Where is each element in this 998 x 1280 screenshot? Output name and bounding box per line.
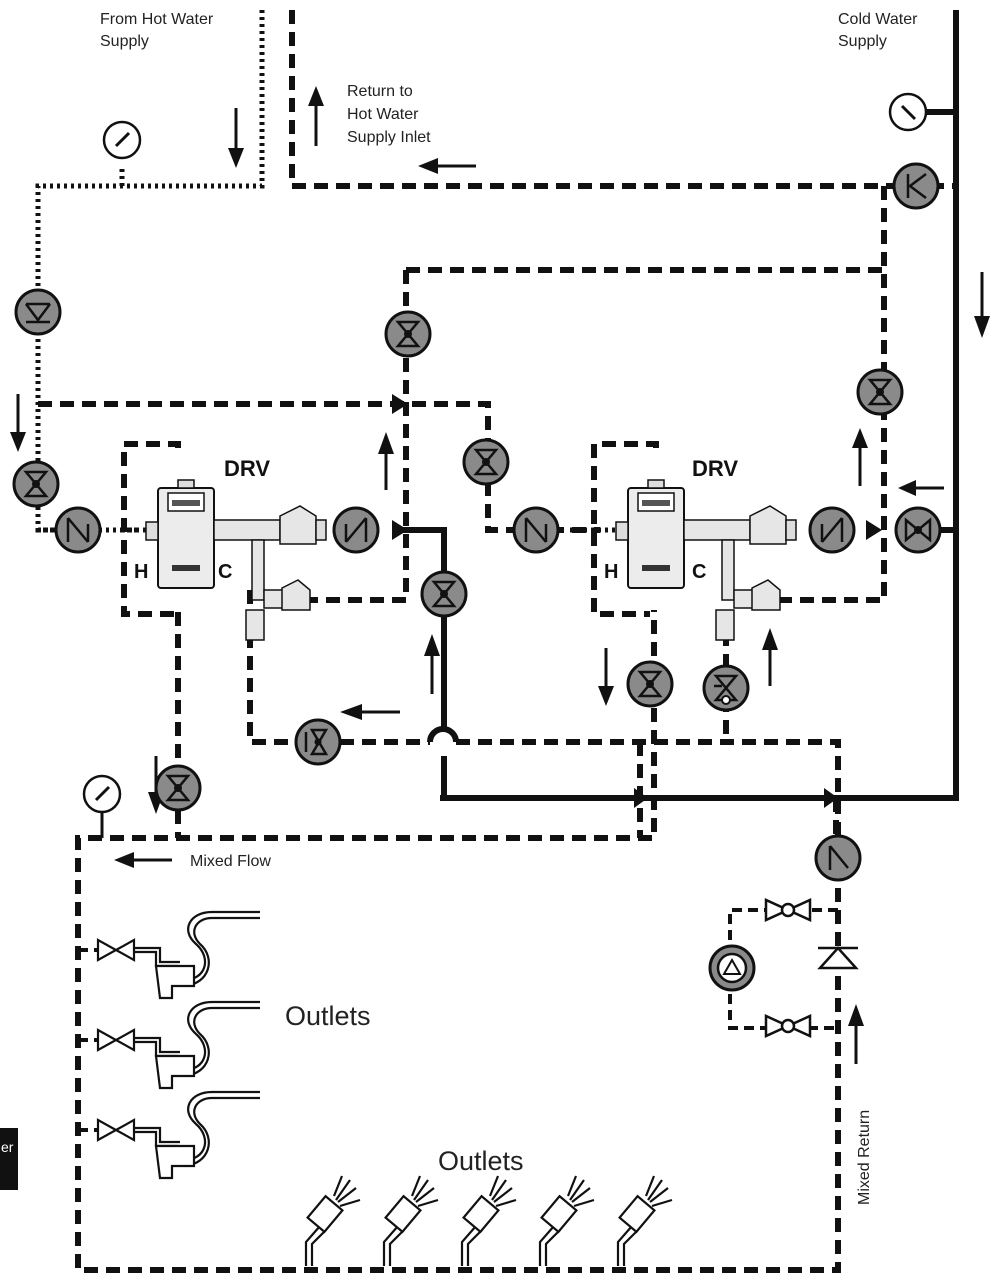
flow-arrow-down-left-edge [10,394,26,452]
flow-arrow-up-right-cold-branch [762,628,778,686]
ball-valve-icon [626,660,674,708]
check-valve-icon [814,834,862,882]
lavatory-faucet-icon [96,1090,260,1180]
flow-arrow-left-return [418,158,476,174]
flow-arrow-up-left-drv [378,432,394,490]
flow-arrow-up-mixed-return [848,1004,864,1064]
cold-port-right-label: C [692,561,706,583]
ball-valve-icon [420,570,468,618]
cold-supply-label-1: Cold Water [838,11,918,28]
ball-valve-icon [294,718,342,766]
pressure-gauge-icon [888,92,928,132]
shower-head-icon [304,1175,361,1266]
drv-unit-left [145,479,327,641]
cold-supply-label-2: Supply [838,33,887,50]
hot-port-right-label: H [604,561,618,583]
ball-valve-icon [384,310,432,358]
ball-valve-icon [894,506,942,554]
return-label-2: Hot Water [347,106,419,123]
lavatory-faucet-icon [96,910,260,1000]
circulator-pump-icon [708,944,756,992]
return-pipes [38,10,956,1273]
flow-arrow-junction-1 [634,788,648,808]
shower-outlets [304,1175,673,1266]
shower-head-icon [538,1175,595,1266]
drv-unit-right [615,479,797,641]
drv-left-label: DRV [224,456,270,481]
shower-head-icon [382,1175,439,1266]
hot-supply-label-1: From Hot Water [100,11,214,28]
check-valve-icon [512,506,560,554]
ball-valve-icon [764,898,812,922]
flow-arrow-junction-4 [866,520,882,540]
bypass-valves [764,898,859,1038]
mixed-flow-label: Mixed Flow [190,853,271,870]
cold-port-left-label: C [218,561,232,583]
check-valve-icon [54,506,102,554]
outlets-upper-label: Outlets [285,1001,371,1031]
shower-head-icon [460,1175,517,1266]
hot-port-left-label: H [134,561,148,583]
pressure-gauge-icon [82,774,122,814]
return-label-3: Supply Inlet [347,129,431,146]
flow-arrow-left-mixed-flow [114,852,172,868]
ball-valve-icon [154,764,202,812]
side-tab: er [0,1128,18,1190]
ball-valve-icon [764,1014,812,1038]
check-valve-icon [892,162,940,210]
ball-valve-icon [702,664,750,712]
text-labels: From Hot Water Supply Cold Water Supply … [100,11,918,1205]
hot-supply-label-2: Supply [100,33,149,50]
flow-arrow-up-cold-branch [424,634,440,694]
fixture-branch-pipes [78,948,98,1132]
check-valve-icon [332,506,380,554]
check-valve-icon [808,506,856,554]
flow-arrow-junction-5 [392,394,408,414]
lavatory-faucet-icon [96,1000,260,1090]
valve-symbols [12,162,942,992]
check-valve-icon [817,946,859,970]
ball-valve-icon [856,368,904,416]
flow-arrow-down-right-drv [598,648,614,706]
ball-valve-icon [12,460,60,508]
flow-arrow-junction-3 [392,520,408,540]
flow-arrow-down-cold [974,272,990,338]
outlets-lower-label: Outlets [438,1146,524,1176]
flow-arrow-junction-2 [824,788,838,808]
flow-arrow-left-cold-inlet [898,480,944,496]
ball-valve-icon [462,438,510,486]
mixed-return-label: Mixed Return [856,1110,873,1205]
flow-arrow-left-recirc [340,704,400,720]
pressure-gauge-icon [102,120,142,160]
shower-head-icon [616,1175,673,1266]
drv-right-label: DRV [692,456,738,481]
flow-arrow-up-return [308,86,324,146]
flow-arrow-down-hot-supply [228,108,244,168]
return-label-1: Return to [347,83,413,100]
flow-arrow-up-right-drv [852,428,868,486]
hot-water-supply-pipes [35,10,265,533]
check-valve-icon [14,288,62,336]
